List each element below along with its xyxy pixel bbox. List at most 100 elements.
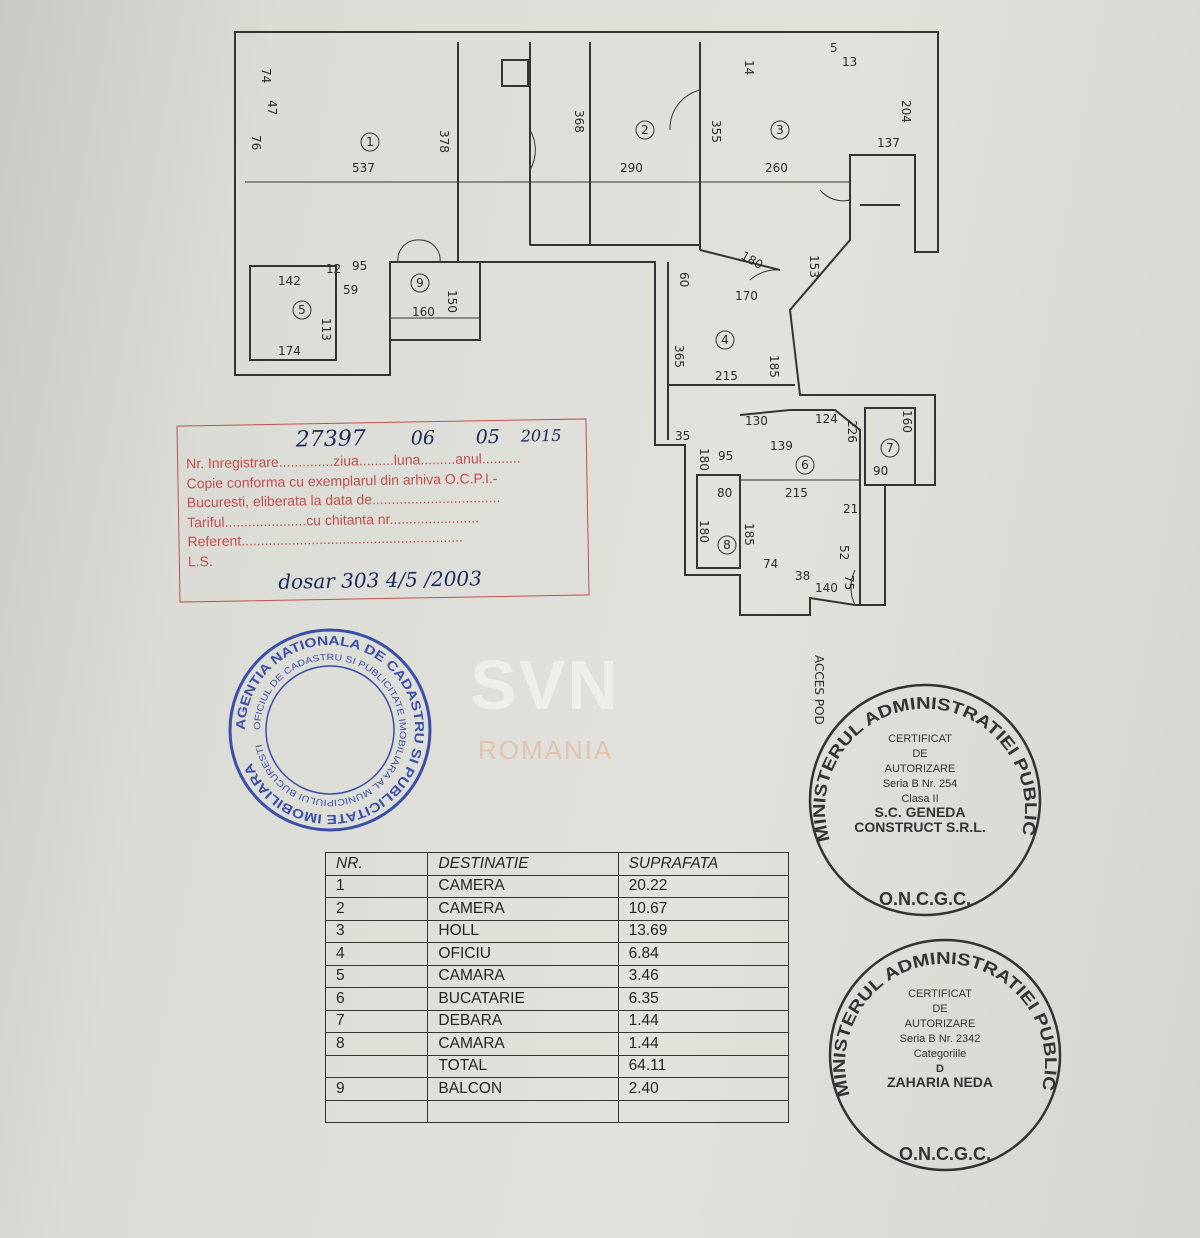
table-cell: 6: [324, 987, 429, 1011]
room-number: 5: [298, 303, 306, 317]
dimension-label: 226: [845, 420, 859, 443]
blue-stamp: AGENTIA NATIONALA DE CADASTRU SI PUBLICI…: [228, 628, 432, 832]
table-cell: CAMERA: [427, 874, 619, 898]
stamp-text: D: [936, 1063, 944, 1075]
table-cell: 1.44: [617, 1009, 790, 1033]
table-cell: 10.67: [617, 897, 790, 921]
dimension-label: 13: [842, 55, 857, 69]
room-number: 2: [641, 123, 649, 137]
stamp-text: S.C. GENEDA: [874, 804, 965, 820]
table-cell: DEBARA: [427, 1009, 619, 1033]
table-cell: HOLL: [427, 919, 619, 943]
table-row: [324, 1099, 790, 1123]
table-cell: 5: [324, 964, 429, 988]
dimension-label: 368: [572, 110, 586, 133]
table-cell: 1.44: [617, 1032, 790, 1056]
watermark-logo: SVN: [470, 646, 620, 724]
dimension-label: 215: [785, 486, 808, 500]
dimension-label: 59: [343, 283, 358, 297]
dimension-label: 537: [352, 161, 375, 175]
dimension-label: 124: [815, 412, 838, 426]
dimension-label: 204: [899, 100, 913, 123]
stamp-text: DE: [932, 1003, 947, 1015]
dimension-label: 180: [697, 520, 711, 543]
dimension-label: 95: [718, 449, 733, 463]
room-marker: [795, 455, 815, 475]
stamp-text: Categoriile: [914, 1048, 967, 1060]
room-number: 8: [723, 538, 731, 552]
dimension-label: 140: [815, 581, 838, 595]
dimension-label: 180: [739, 248, 766, 272]
table-cell: 3: [324, 919, 429, 943]
dimension-label: 14: [742, 60, 756, 75]
table-cell: BALCON: [427, 1077, 619, 1101]
stamp-text: AUTORIZARE: [905, 1018, 976, 1030]
stamp-text: ZAHARIA NEDA: [887, 1074, 993, 1090]
table-cell: 6.84: [617, 942, 790, 966]
dimension-label: 260: [765, 161, 788, 175]
table-cell: BUCATARIE: [427, 987, 619, 1011]
stamp-text: CERTIFICAT: [888, 733, 952, 745]
table-cell: CAMARA: [427, 1032, 619, 1056]
room-number: 7: [886, 441, 894, 455]
dimension-label: 5: [830, 41, 838, 55]
room-marker: [292, 300, 312, 320]
dimension-label: 153: [807, 255, 821, 278]
table-cell: 13.69: [617, 919, 790, 943]
dimension-label: 52: [837, 545, 851, 560]
room-number: 4: [721, 333, 729, 347]
dimension-label: 170: [735, 289, 758, 303]
table-cell: OFICIU: [427, 942, 619, 966]
table-cell: 20.22: [617, 874, 790, 898]
dimension-label: 185: [767, 355, 781, 378]
handwritten-dosar-row: dosar 303 4/5 /2003: [188, 565, 580, 598]
room-marker: [410, 273, 430, 293]
handwritten-nr: 27397: [295, 426, 366, 453]
stamp-text: Clasa II: [901, 793, 938, 805]
dimension-label: 47: [265, 100, 279, 115]
column-header: SUPRAFATA: [617, 852, 790, 876]
table-cell: [324, 1099, 429, 1123]
dimension-label: 137: [877, 136, 900, 150]
dimension-label: 139: [770, 439, 793, 453]
dimension-label: 355: [709, 120, 723, 143]
dimension-label: 75: [842, 575, 856, 590]
dimension-label: 160: [412, 305, 435, 319]
svg-text:OFICIUL DE CADASTRU SI PUBLICI: OFICIUL DE CADASTRU SI PUBLICITATE IMOBI…: [252, 652, 408, 808]
dimension-label: 21: [843, 502, 858, 516]
room-number: 6: [801, 458, 809, 472]
room-marker: [360, 132, 380, 152]
column-header: DESTINATIE: [427, 852, 619, 876]
room-marker: [770, 120, 790, 140]
dimension-label: 38: [795, 569, 810, 583]
table-cell: 4: [324, 942, 429, 966]
table-cell: [427, 1099, 619, 1123]
room-number: 3: [776, 123, 784, 137]
dimension-label: 180: [697, 448, 711, 471]
dimension-label: 142: [278, 274, 301, 288]
dimension-label: 185: [742, 523, 756, 546]
stamp-text: Seria B Nr. 2342: [900, 1033, 981, 1045]
table-cell: 3.46: [617, 964, 790, 988]
table-cell: 7: [324, 1009, 429, 1033]
dimension-label: 365: [672, 345, 686, 368]
table-cell: 2: [324, 897, 429, 921]
access-label: ACCES POD: [812, 655, 826, 725]
table-cell: 8: [324, 1032, 429, 1056]
room-marker: [717, 535, 737, 555]
table-cell: TOTAL: [427, 1054, 619, 1078]
room-number: 1: [366, 135, 374, 149]
dimension-label: 80: [717, 486, 732, 500]
dimension-label: 74: [763, 557, 778, 571]
dimension-label: 378: [437, 130, 451, 153]
dimension-label: 90: [873, 464, 888, 478]
dimension-label: 160: [900, 410, 914, 433]
room-number: 9: [416, 276, 424, 290]
